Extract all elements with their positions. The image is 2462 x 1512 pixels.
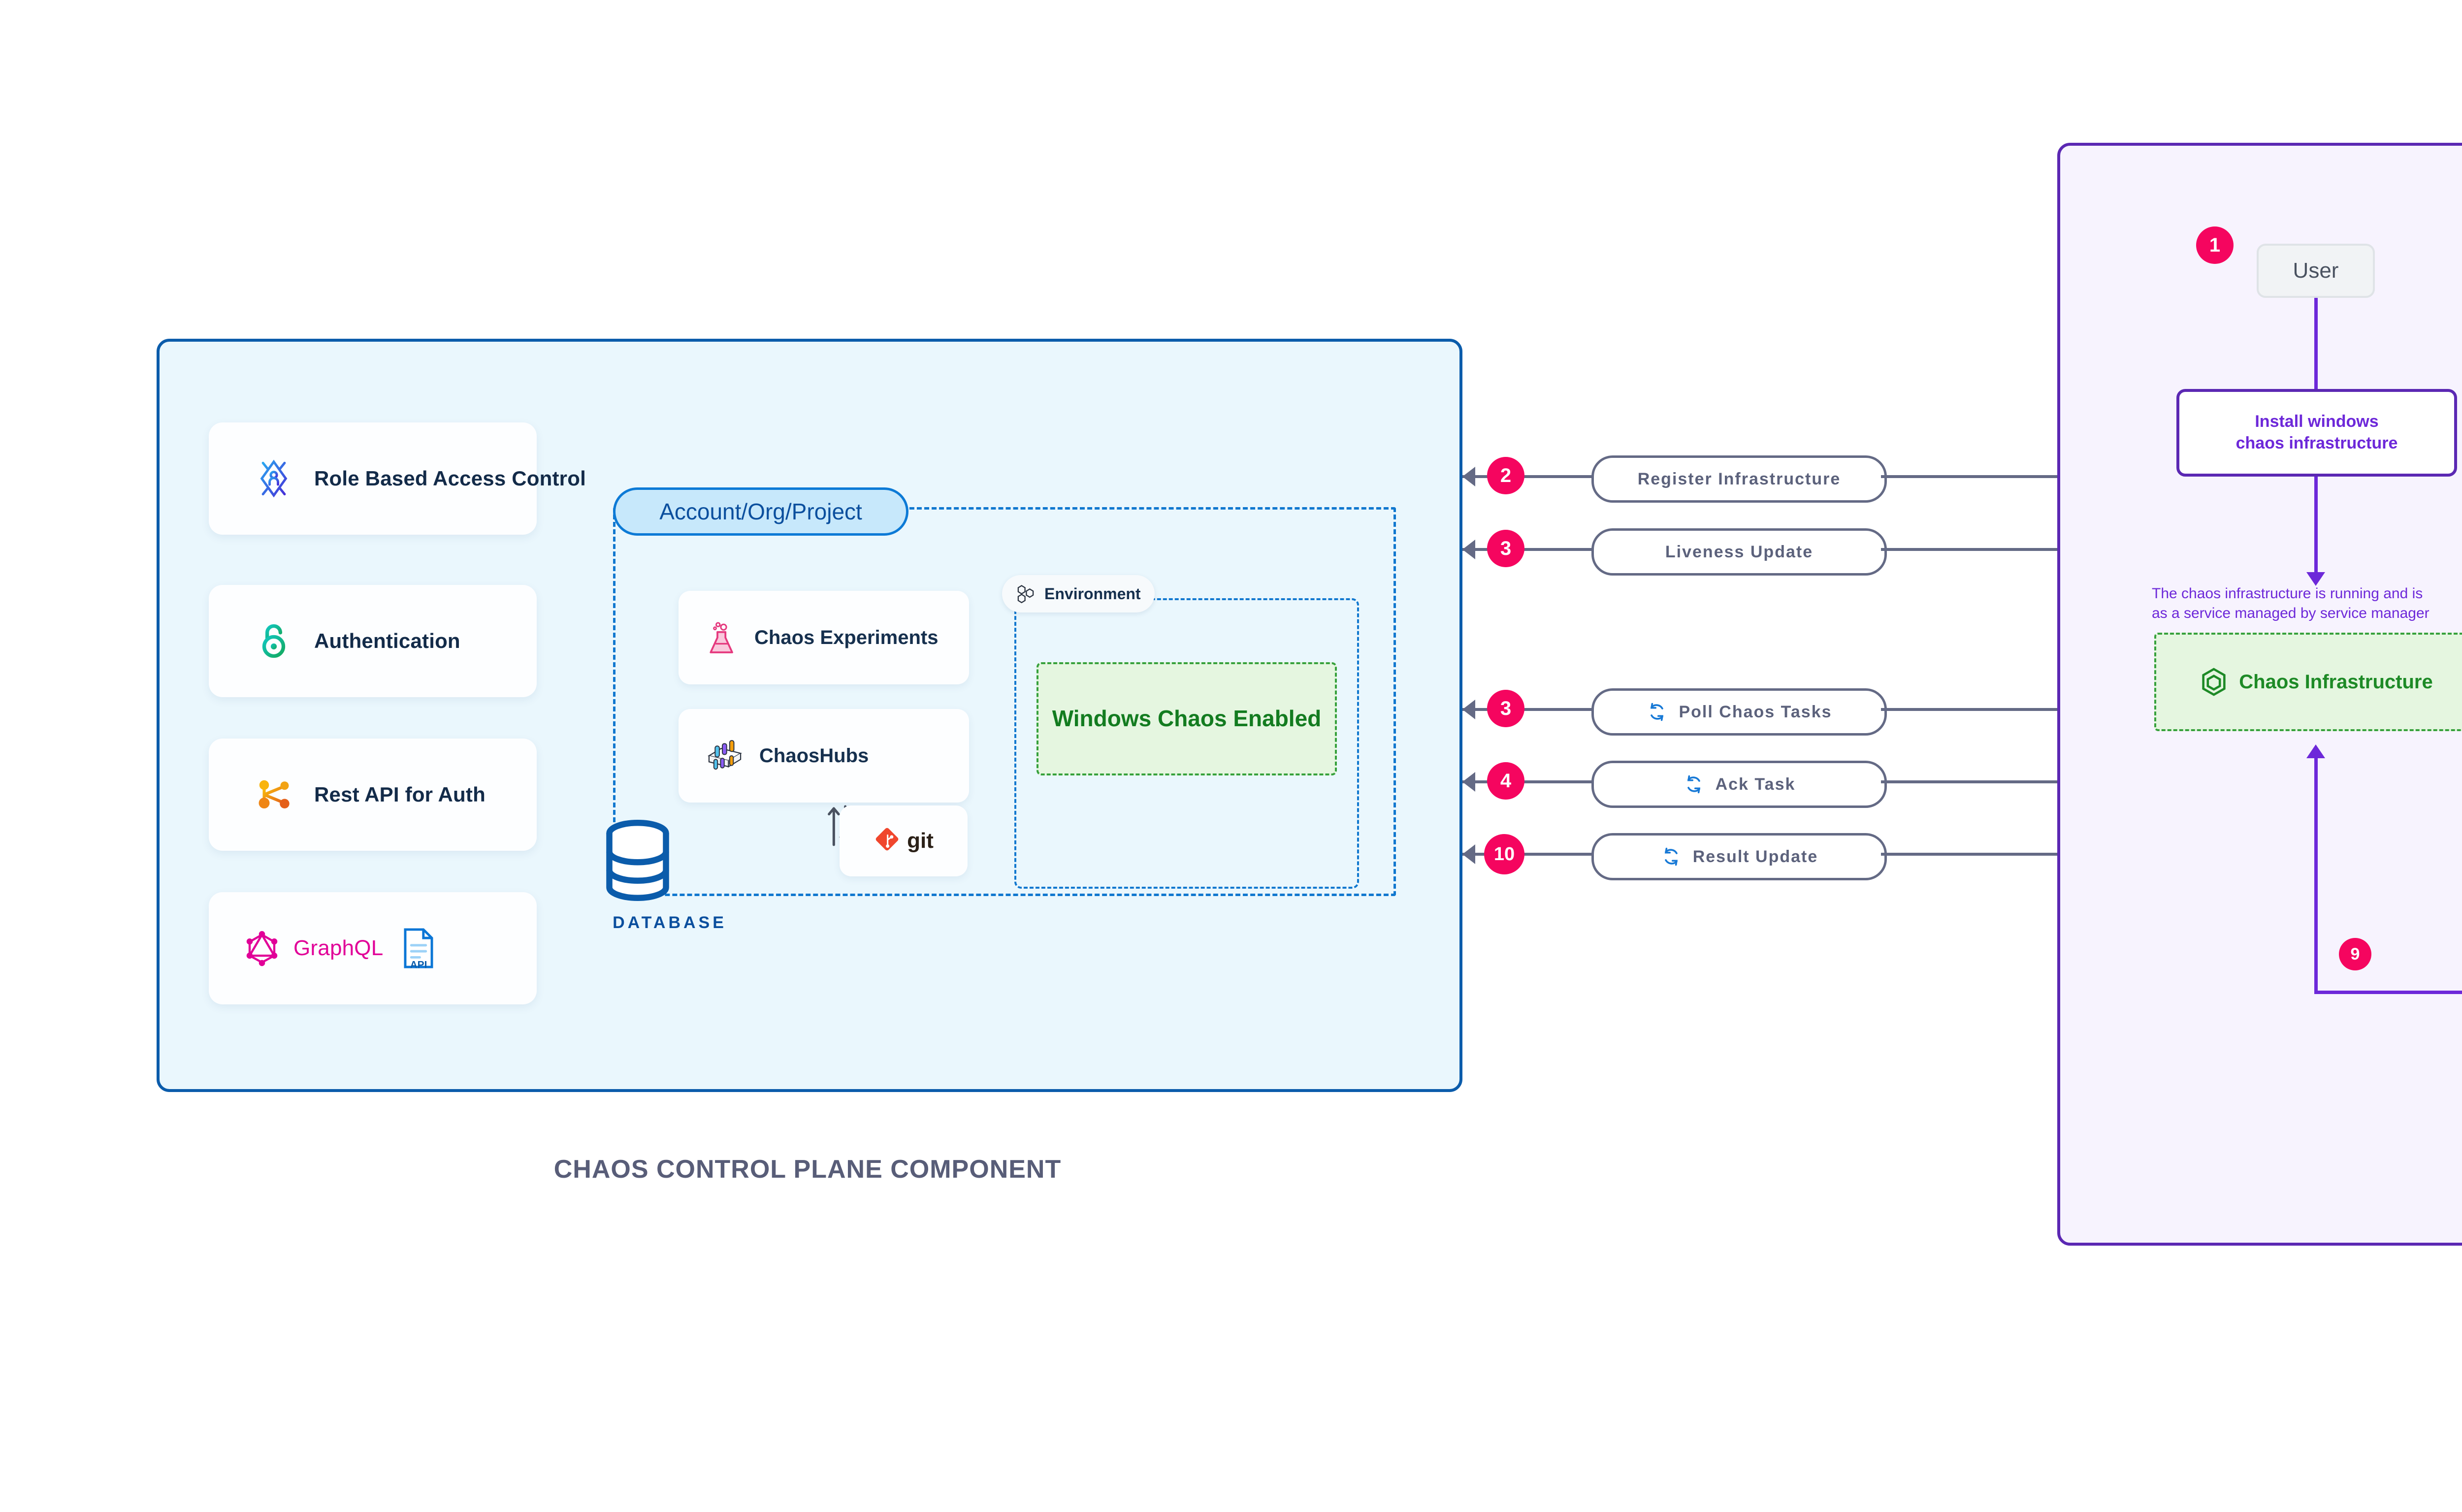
connector-pill-label: Result Update <box>1692 847 1818 866</box>
flask-icon <box>705 615 740 660</box>
lock-icon <box>251 618 296 664</box>
windows-chaos-enabled-label: Windows Chaos Enabled <box>1052 706 1322 732</box>
test-tube-rack-icon <box>705 733 745 778</box>
windows-chaos-enabled-status: Windows Chaos Enabled <box>1037 662 1337 775</box>
hexagon-cluster-icon <box>1015 583 1037 605</box>
connector-badge-3: 3 <box>1487 690 1524 727</box>
inner-card-label: ChaosHubs <box>759 744 869 767</box>
inner-card-git[interactable]: git <box>840 805 968 876</box>
control-plane-title: CHAOS CONTROL PLANE COMPONENT <box>553 1155 1062 1184</box>
feature-card-graphql[interactable]: GraphQL API <box>209 892 537 1004</box>
connector-pill-result-update[interactable]: Result Update <box>1591 833 1887 880</box>
feature-label: GraphQL <box>293 936 384 960</box>
feature-card-rbac[interactable]: Role Based Access Control <box>209 422 586 535</box>
feature-label: Role Based Access Control <box>314 467 586 490</box>
environment-chip[interactable]: Environment <box>1002 575 1155 612</box>
chaos-infrastructure-box[interactable]: Chaos Infrastructure <box>2154 633 2462 731</box>
feature-card-authentication[interactable]: Authentication <box>209 585 537 697</box>
connector-pill-label: Ack Task <box>1715 774 1796 794</box>
connector-pill-liveness-update[interactable]: Liveness Update <box>1591 528 1887 576</box>
environment-region <box>1014 598 1359 889</box>
inner-card-chaos-experiments[interactable]: Chaos Experiments <box>679 591 969 684</box>
connector-badge-4: 4 <box>1487 762 1524 800</box>
refresh-cycle-icon <box>1660 846 1682 868</box>
step-badge-9: 9 <box>2339 938 2371 970</box>
chaos-infrastructure-note: The chaos infrastructure is running and … <box>2152 585 2430 622</box>
git-icon <box>874 818 904 864</box>
database-label: DATABASE <box>613 913 727 932</box>
connector-pill-poll-chaos-tasks[interactable]: Poll Chaos Tasks <box>1591 688 1887 736</box>
execution-plane-title: CHAOS EXECUTION PLANE COMPONENT <box>2117 1310 2462 1339</box>
feature-card-rest-api[interactable]: Rest API for Auth <box>209 739 537 851</box>
connector-badge-1: 2 <box>1487 457 1524 494</box>
harness-hexagon-icon <box>2201 668 2227 696</box>
user-box[interactable]: User <box>2257 244 2375 298</box>
feature-label: Authentication <box>314 629 460 652</box>
step-badge-1: 1 <box>2196 226 2234 264</box>
refresh-cycle-icon <box>1683 773 1705 795</box>
api-share-icon <box>251 772 296 817</box>
connector-pill-label: Liveness Update <box>1665 542 1814 561</box>
api-document-icon: API <box>396 926 441 971</box>
inner-card-chaoshubs[interactable]: ChaosHubs <box>679 709 969 803</box>
database-icon <box>603 820 736 913</box>
connector-badge-2: 3 <box>1487 530 1524 567</box>
rbac-icon <box>251 456 296 501</box>
connector-badge-5: 10 <box>1484 834 1524 874</box>
account-org-project-chip[interactable]: Account/Org/Project <box>613 487 908 536</box>
environment-chip-label: Environment <box>1044 584 1141 603</box>
svg-text:API: API <box>410 960 427 969</box>
connector-pill-ack-task[interactable]: Ack Task <box>1591 761 1887 808</box>
chaos-infrastructure-label: Chaos Infrastructure <box>2239 671 2433 693</box>
connector-pill-label: Register Infrastructure <box>1637 469 1841 488</box>
git-label: git <box>907 829 934 853</box>
feature-label: Rest API for Auth <box>314 783 486 806</box>
graphql-icon <box>239 926 285 971</box>
connector-pill-label: Poll Chaos Tasks <box>1679 702 1832 721</box>
inner-card-label: Chaos Experiments <box>754 626 939 648</box>
connector-pill-register-infrastructure[interactable]: Register Infrastructure <box>1591 455 1887 503</box>
refresh-cycle-icon <box>1646 701 1668 723</box>
account-org-project-region <box>613 507 1396 896</box>
